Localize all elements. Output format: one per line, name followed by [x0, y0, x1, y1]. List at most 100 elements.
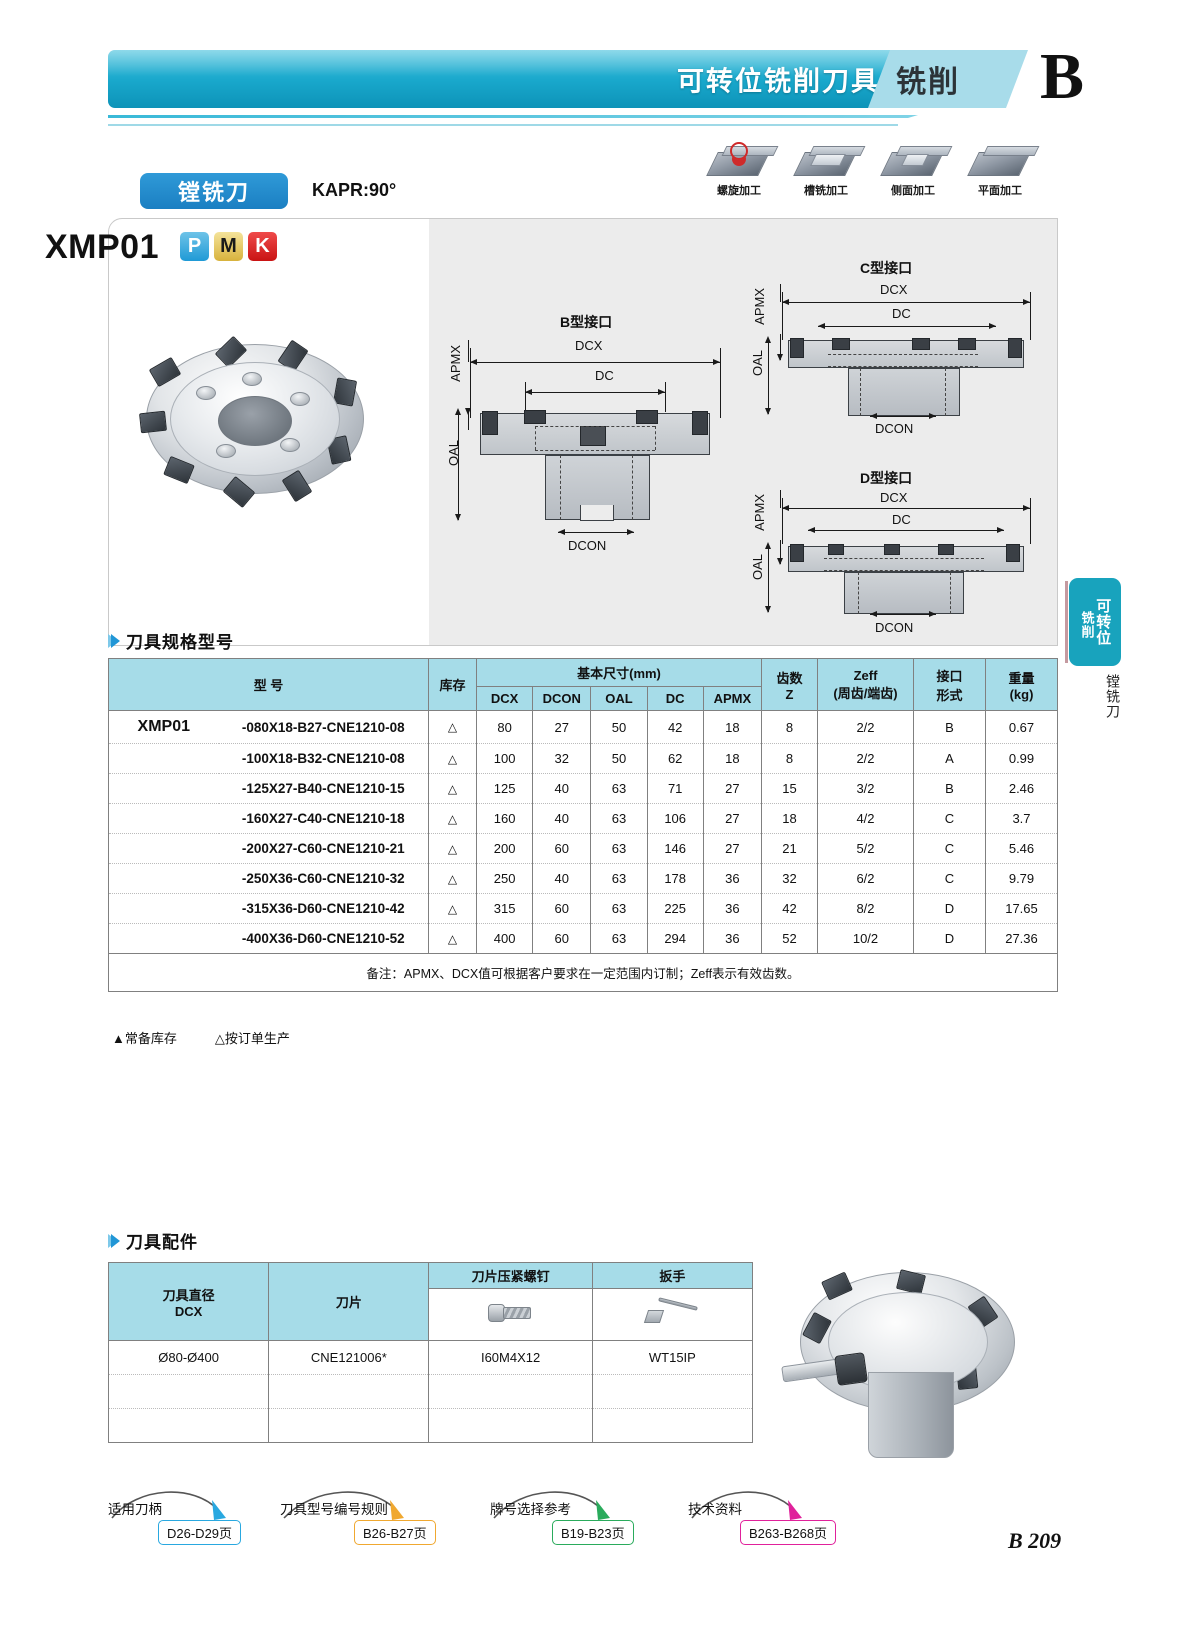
spec-cell-dc: 62	[646, 743, 704, 774]
spec-cell-oal: 63	[590, 923, 648, 954]
spec-cell-z: 32	[761, 863, 818, 894]
spec-cell-code: -315X36-D60-CNE1210-42	[218, 893, 429, 924]
header-title: 可转位铣削刀具	[677, 66, 880, 97]
table-row	[107, 1374, 754, 1409]
spec-cell-weight: 3.7	[985, 803, 1058, 834]
chevron-right-icon-2	[111, 1233, 120, 1248]
spec-cell-dc: 294	[646, 923, 704, 954]
spec-cell-zeff: 2/2	[817, 710, 914, 744]
kapr-angle-label: KAPR:90°	[312, 180, 397, 200]
slot-milling-label: 槽铣加工	[804, 185, 848, 197]
spec-cell-family	[108, 893, 219, 924]
process-icon-group: 螺旋加工 槽铣加工 侧面加工 平面加工	[700, 142, 1040, 204]
accessory-cell-diameter	[107, 1374, 270, 1409]
spec-cell-zeff: 5/2	[817, 833, 914, 864]
spec-cell-stock: △	[428, 893, 477, 924]
slot-milling-icon: 槽铣加工	[787, 142, 866, 198]
accessory-cell-wrench	[591, 1408, 754, 1443]
spec-cell-dcx: 100	[475, 743, 534, 774]
spec-cell-stock: △	[428, 743, 477, 774]
spec-cell-dcx: 250	[475, 863, 534, 894]
spec-cell-oal: 63	[590, 893, 648, 924]
spec-table: 型 号 库存 基本尺寸(mm) 齿数 Z Zeff (周齿/端齿) 接口 形式 …	[108, 658, 1058, 992]
spec-cell-dcx: 160	[475, 803, 534, 834]
spec-header-basic-dims: 基本尺寸(mm)	[476, 658, 762, 687]
spec-cell-interface: A	[913, 743, 986, 774]
spec-cell-interface: C	[913, 833, 986, 864]
spec-cell-apmx: 27	[702, 773, 763, 804]
header-category-tab: 铣削	[868, 50, 1028, 108]
drawing-d-dc-label: DC	[892, 512, 911, 527]
spec-cell-family	[108, 833, 219, 864]
accessory-cell-insert	[268, 1408, 430, 1443]
drawing-b-dc-label: DC	[595, 368, 614, 383]
spec-cell-family	[108, 803, 219, 834]
accessory-cell-screw	[428, 1408, 593, 1443]
spec-note-text: 备注：APMX、DCX值可根据客户要求在一定范围内订制；Zeff表示有效齿数。	[108, 953, 1058, 992]
wrench-icon-cell	[591, 1288, 754, 1341]
page-header: 可转位铣削刀具 铣削 B	[0, 0, 1200, 140]
spec-cell-dcx: 315	[475, 893, 534, 924]
accessory-cell-diameter	[107, 1408, 270, 1443]
drawing-d-oal-label: OAL	[750, 554, 765, 581]
accessories-header-diameter-line1: 刀具直径	[162, 1287, 215, 1303]
spec-cell-interface: B	[913, 773, 986, 804]
reference-page-technical[interactable]: B263-B268页	[740, 1520, 837, 1545]
spec-cell-dcon: 60	[532, 923, 592, 954]
material-badge-p: P	[180, 232, 209, 261]
spec-cell-interface: D	[913, 923, 986, 954]
reference-page-numbering[interactable]: B26-B27页	[354, 1520, 436, 1545]
spec-cell-dcon: 40	[532, 863, 592, 894]
material-badge-k: K	[248, 232, 277, 261]
spec-cell-dcx: 200	[475, 833, 534, 864]
drawing-c-oal-label: OAL	[750, 350, 765, 377]
spec-cell-z: 42	[761, 893, 818, 924]
spec-cell-z: 8	[761, 710, 818, 744]
drawing-c-apmx-label: APMX	[752, 288, 767, 325]
side-index-accent	[1065, 581, 1068, 663]
spec-header-zeff-line2: (周齿/端齿)	[833, 685, 898, 701]
clamp-screw-icon	[487, 1298, 534, 1328]
product-photo	[130, 320, 380, 520]
reference-page-grade[interactable]: B19-B23页	[552, 1520, 634, 1545]
spec-section-heading: 刀具规格型号	[108, 628, 234, 653]
spec-cell-code: -250X36-C60-CNE1210-32	[218, 863, 429, 894]
accessories-header-wrench: 扳手	[591, 1262, 754, 1289]
spec-cell-zeff: 8/2	[817, 893, 914, 924]
spec-header-dcon: DCON	[532, 686, 592, 711]
accessory-cell-insert	[268, 1374, 430, 1409]
drawing-b-title: B型接口	[560, 314, 613, 330]
spec-cell-dcon: 40	[532, 803, 592, 834]
spec-cell-z: 18	[761, 803, 818, 834]
product-type-label: 镗铣刀	[177, 180, 250, 205]
spec-cell-interface: B	[913, 710, 986, 744]
header-banner: 可转位铣削刀具	[108, 50, 898, 108]
drawing-c-dcx-label: DCX	[880, 282, 908, 297]
spec-cell-code: -160X27-C40-CNE1210-18	[218, 803, 429, 834]
spec-cell-z: 52	[761, 923, 818, 954]
spec-header-interface: 接口 形式	[913, 658, 986, 711]
side-index-tab[interactable]: 铣削 可转位 镗铣刀	[1065, 578, 1121, 763]
spec-cell-interface: D	[913, 893, 986, 924]
spec-cell-stock: △	[428, 863, 477, 894]
drawing-b-apmx-label: APMX	[448, 345, 463, 382]
spec-cell-z: 8	[761, 743, 818, 774]
reference-page-holder[interactable]: D26-D29页	[158, 1520, 242, 1545]
accessories-header-row-2	[109, 1288, 754, 1341]
spec-cell-dcx: 125	[475, 773, 534, 804]
drawing-b-dcon-label: DCON	[568, 538, 607, 553]
spec-cell-zeff: 4/2	[817, 803, 914, 834]
spec-cell-stock: △	[428, 803, 477, 834]
spec-cell-family	[108, 923, 219, 954]
spec-cell-oal: 63	[590, 803, 648, 834]
spec-cell-interface: C	[913, 863, 986, 894]
spec-cell-interface: C	[913, 803, 986, 834]
drawing-d-dcon-label: DCON	[875, 620, 914, 635]
spec-cell-dcx: 400	[475, 923, 534, 954]
table-row	[107, 1408, 754, 1443]
